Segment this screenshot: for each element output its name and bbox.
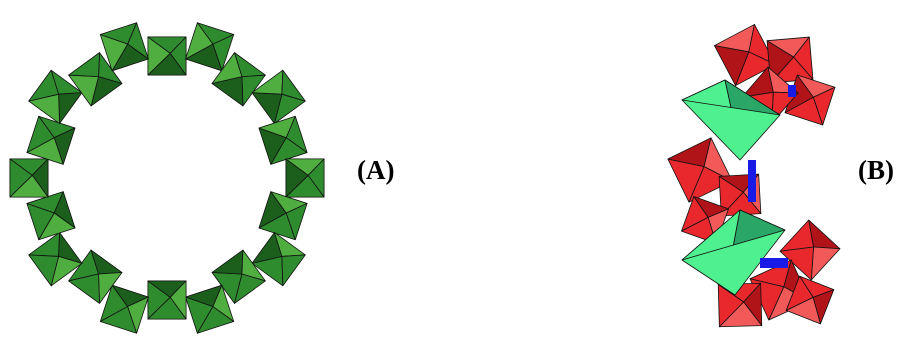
red-octahedron [779, 219, 815, 252]
mint-plate [724, 79, 781, 116]
figure-panel-b [660, 0, 860, 356]
ring-octahedron [281, 254, 306, 287]
red-octahedron [688, 166, 733, 203]
ring-octahedron [281, 69, 306, 102]
panel-label-a: (A) [357, 155, 395, 185]
blue-link [788, 85, 796, 97]
ring-octahedron [68, 52, 100, 77]
red-octahedron [812, 86, 836, 126]
ring-octahedron [147, 36, 187, 54]
ring-octahedron [99, 22, 138, 45]
mint-plate [733, 209, 786, 246]
ring-octahedron [285, 203, 308, 241]
ring-octahedron [9, 158, 33, 198]
ring-octahedron [28, 254, 59, 287]
panel-label-b: (B) [858, 155, 894, 185]
red-octahedron [793, 36, 814, 80]
ring-octahedron [307, 158, 325, 198]
figure-panel-a [0, 0, 340, 356]
ring-octahedron [234, 273, 266, 304]
ring-octahedron [99, 306, 138, 334]
ring-octahedron [147, 296, 187, 320]
ring-octahedron [234, 52, 266, 77]
ring-octahedron [26, 203, 55, 241]
red-octahedron [785, 275, 814, 311]
blue-link [748, 160, 756, 202]
ring-octahedron [28, 69, 59, 102]
polyhedra-cluster-icon [667, 24, 841, 328]
red-octahedron [808, 219, 841, 250]
ring-octahedron [196, 306, 235, 334]
red-octahedron [681, 216, 717, 244]
polyhedra-ring-icon [9, 22, 325, 334]
red-octahedron [717, 283, 744, 328]
ring-octahedron [68, 273, 100, 304]
ring-octahedron [285, 115, 308, 153]
ring-octahedron [211, 249, 244, 275]
red-octahedron [810, 246, 841, 281]
ring-octahedron [26, 115, 55, 153]
ring-octahedron [58, 92, 83, 124]
ring-octahedron [196, 22, 235, 45]
blue-link [760, 258, 788, 268]
red-octahedron [779, 246, 815, 281]
